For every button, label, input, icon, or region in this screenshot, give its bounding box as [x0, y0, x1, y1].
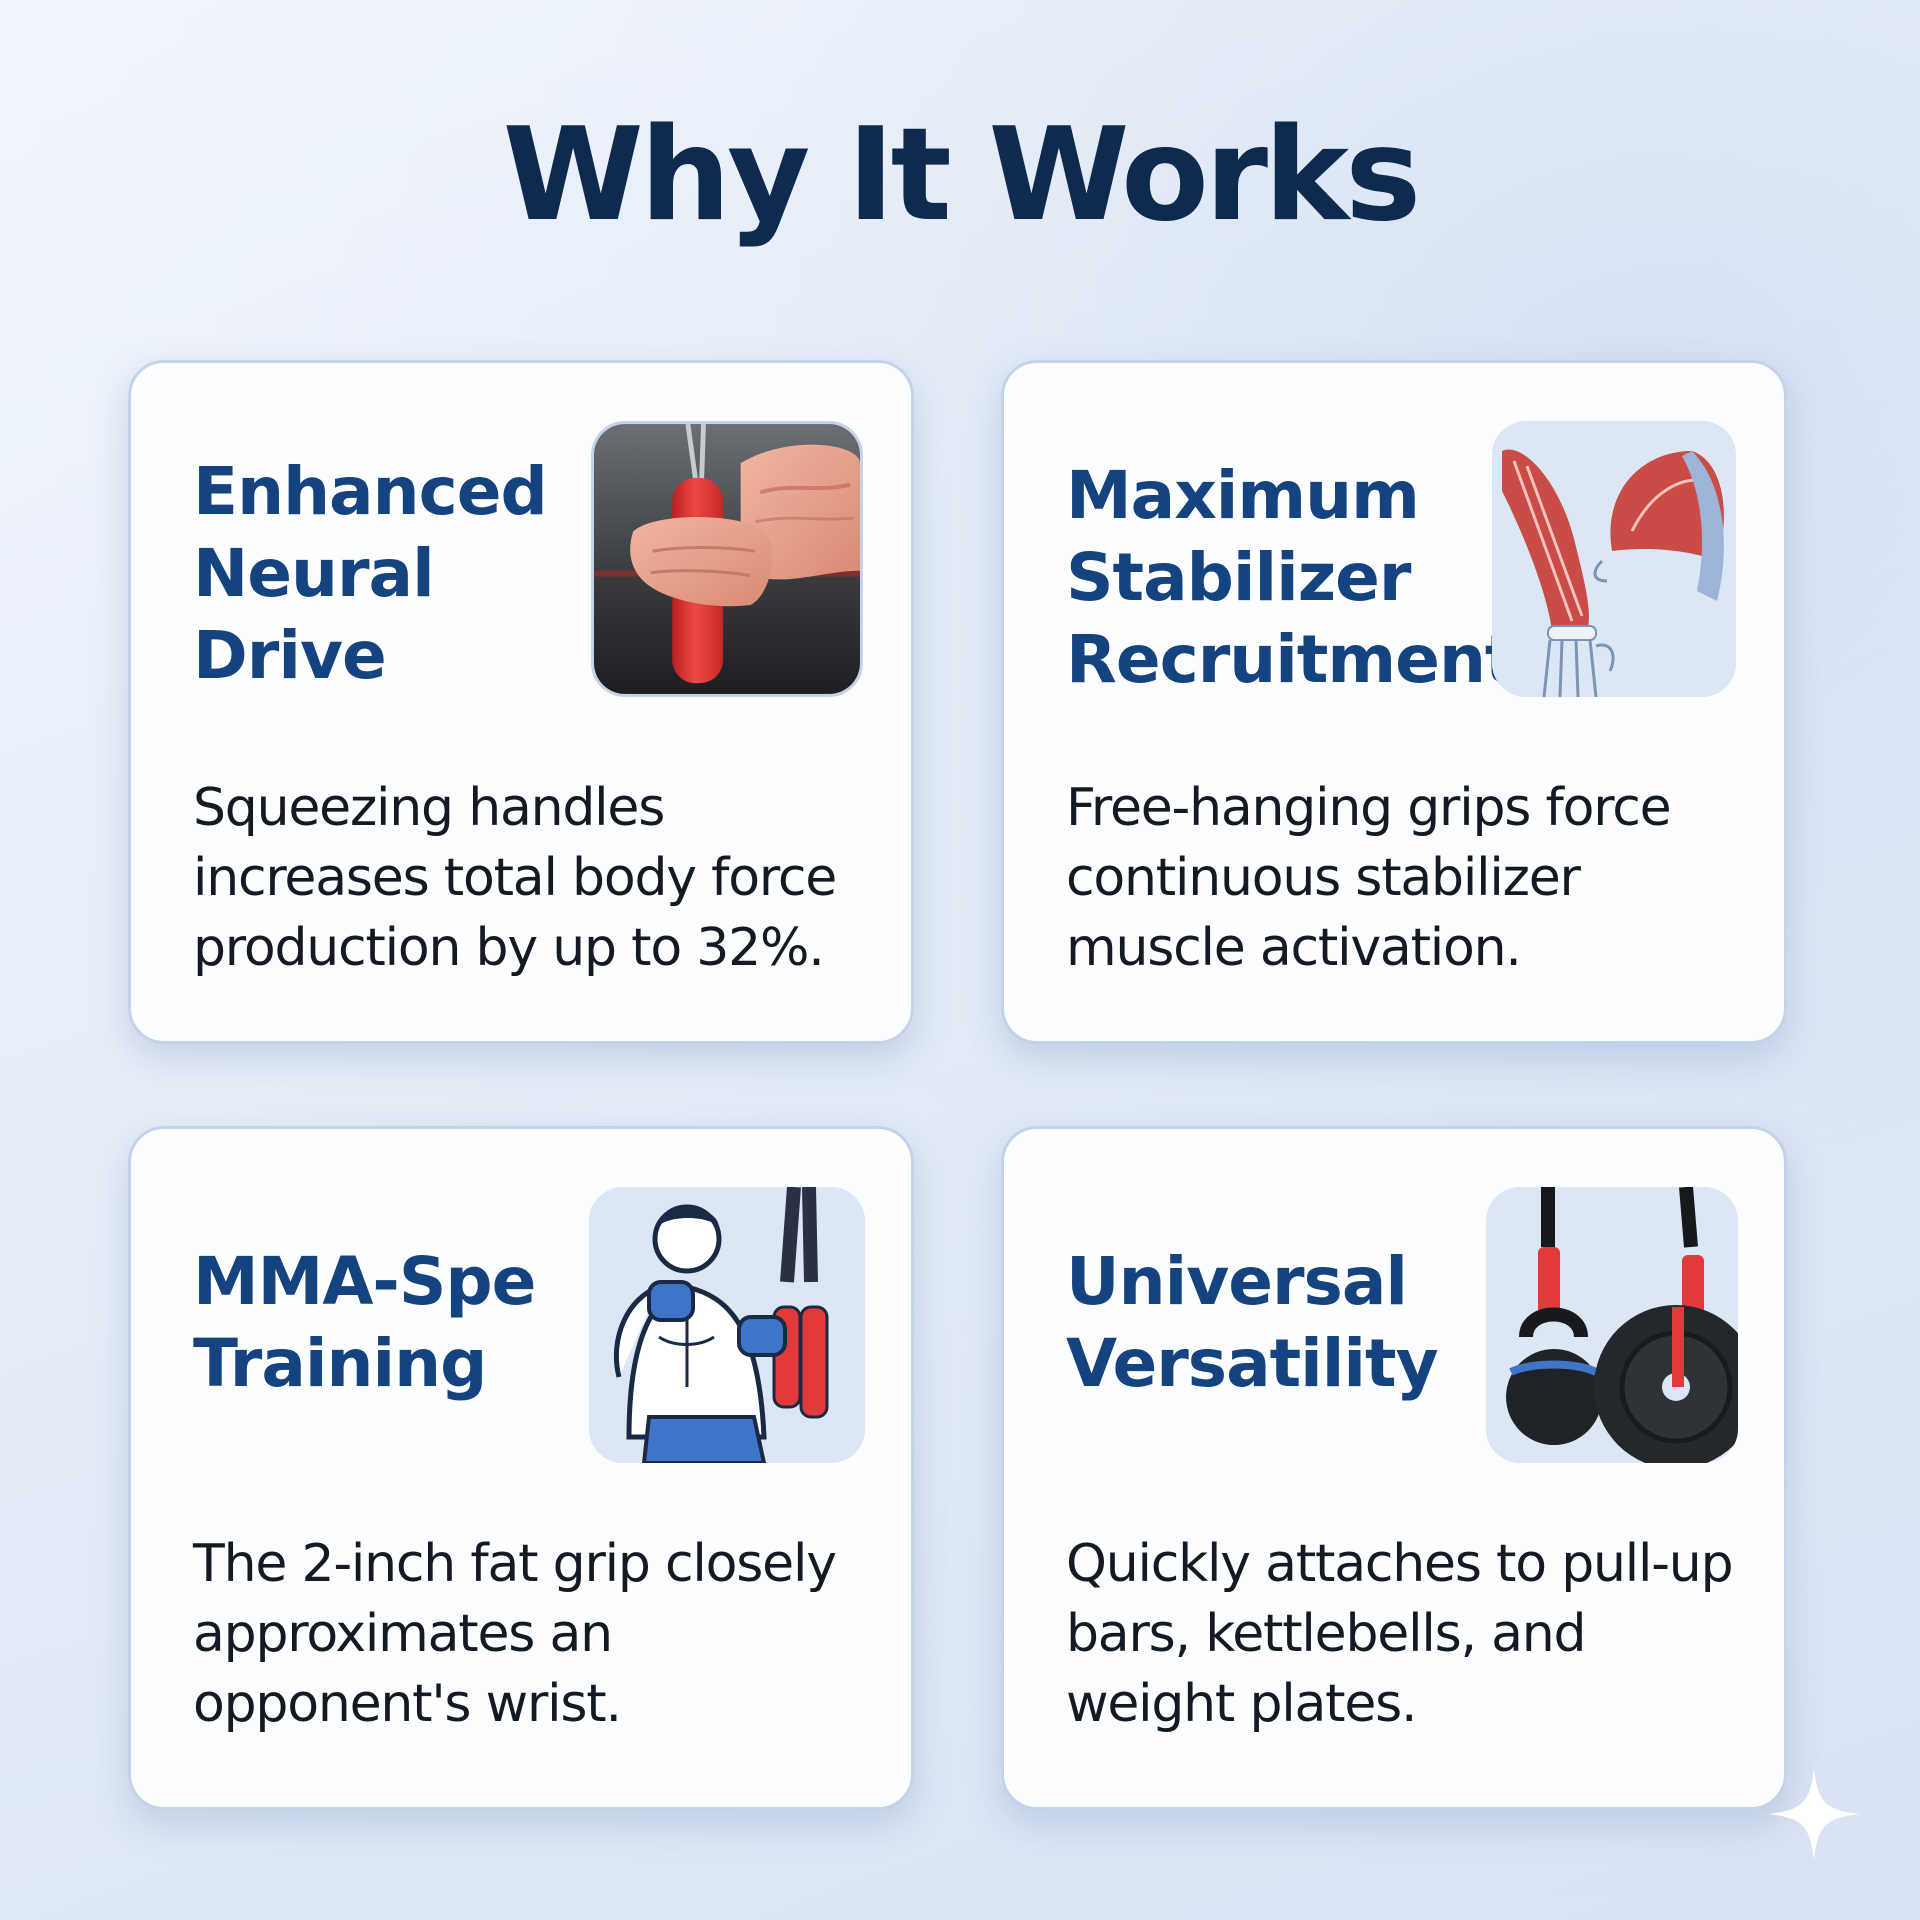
- card-title-line: Stabilizer: [1066, 539, 1411, 616]
- card-title: Universal Versatility: [1066, 1241, 1466, 1405]
- card-description: Free-hanging grips force continuous stab…: [1066, 778, 1672, 978]
- card-title-line: Neural: [193, 535, 435, 612]
- card-title-line: Maximum: [1066, 457, 1420, 534]
- card-mma-training: MMA-Spe Training The 2-inch fat grip clo…: [128, 1126, 914, 1810]
- card-title-line: Versatility: [1066, 1325, 1439, 1402]
- arm-muscle-anatomy-icon: [1492, 421, 1736, 697]
- card-title-line: Drive: [193, 617, 387, 694]
- card-description: The 2-inch fat grip closely approximates…: [193, 1534, 837, 1734]
- card-description: Squeezing handles increases total body f…: [193, 778, 837, 978]
- kettlebell-plate-icon: [1486, 1187, 1738, 1463]
- hand-grip-photo-icon: [591, 421, 863, 697]
- card-description: Quickly attaches to pull-up bars, kettle…: [1066, 1534, 1734, 1734]
- card-title-line: Training: [193, 1325, 487, 1402]
- card-title: Maximum Stabilizer Recruitment: [1066, 455, 1517, 701]
- fighter-illustration-icon: [589, 1187, 865, 1463]
- card-title-line: MMA-Spe: [193, 1243, 536, 1320]
- card-title-line: Enhanced: [193, 453, 548, 530]
- page-title: Why It Works: [502, 101, 1422, 250]
- card-enhanced-neural-drive: Enhanced Neural Drive: [128, 360, 914, 1044]
- card-title: Enhanced Neural Drive: [193, 451, 593, 697]
- card-title-line: Universal: [1066, 1243, 1408, 1320]
- card-universal-versatility: Universal Versatility Quickly attaches t…: [1001, 1126, 1787, 1810]
- card-title: MMA-Spe Training: [193, 1241, 593, 1405]
- sparkle-icon: [1767, 1767, 1861, 1861]
- card-maximum-stabilizer-recruitment: Maximum Stabilizer Recruitment Free-hang…: [1001, 360, 1787, 1044]
- card-title-line: Recruitment: [1066, 621, 1517, 698]
